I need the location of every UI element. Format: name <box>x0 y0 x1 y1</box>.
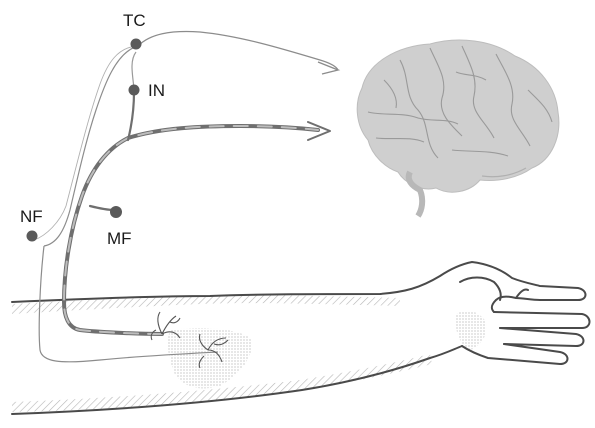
nf-node <box>27 231 38 242</box>
label-nf: NF <box>20 208 43 225</box>
label-tc: TC <box>123 12 146 29</box>
tc-node <box>131 39 142 50</box>
in-node <box>129 85 140 96</box>
brain-illustration <box>357 40 559 216</box>
mf-node <box>110 206 122 218</box>
arm-illustration <box>12 262 590 414</box>
label-mf: MF <box>107 230 132 247</box>
label-in: IN <box>148 82 165 99</box>
thin-nerve-pathway <box>34 32 338 362</box>
